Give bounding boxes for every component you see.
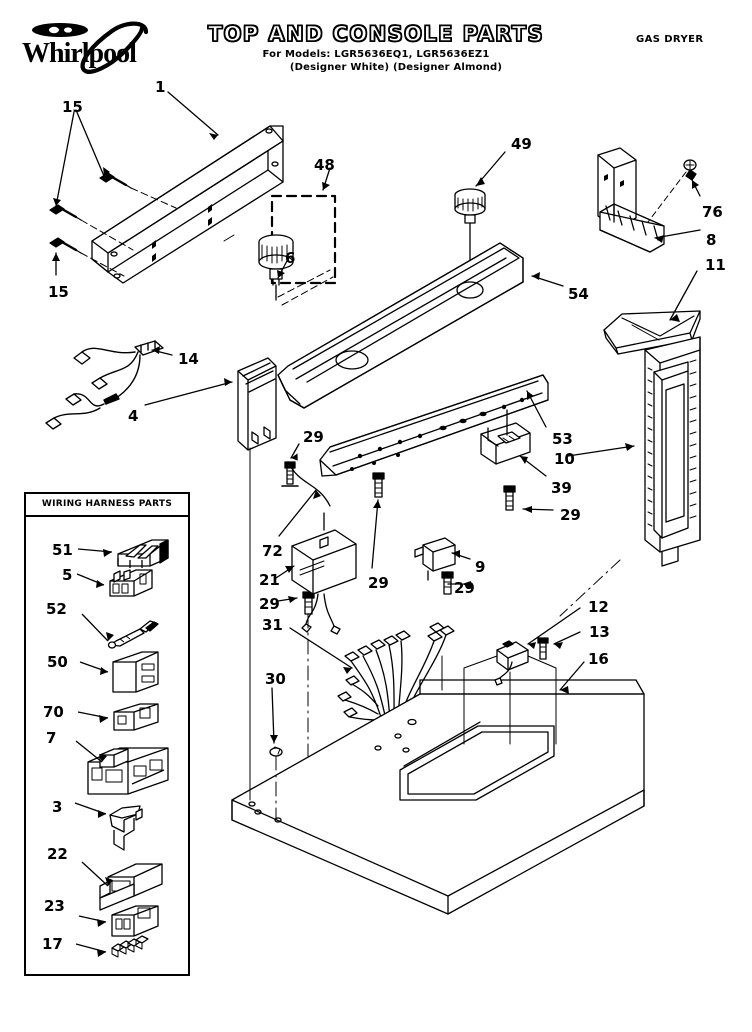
part-clip-3 bbox=[109, 805, 143, 851]
part-terminal-17 bbox=[111, 935, 149, 958]
part-terminal-52 bbox=[107, 620, 159, 649]
leader-31 bbox=[289, 627, 353, 669]
leader-16 bbox=[559, 661, 585, 691]
callout-6-4: 6 bbox=[285, 249, 296, 267]
callout-14-10: 14 bbox=[178, 350, 199, 368]
page-title-text: TOP AND CONSOLE PARTS bbox=[207, 21, 545, 46]
part-timer-21 bbox=[291, 512, 357, 635]
leader-13 bbox=[553, 631, 581, 645]
callout-15-2: 15 bbox=[48, 283, 69, 301]
wiring-harness-panel-title: WIRING HARNESS PARTS bbox=[24, 492, 190, 517]
leader-22 bbox=[81, 861, 109, 887]
leader-29a bbox=[290, 443, 300, 459]
wh-callout-70: 70 bbox=[43, 703, 64, 721]
callout-31-23: 31 bbox=[262, 616, 283, 634]
model-line-1: For Models: LGR5636EQ1, LGR5636EZ1 bbox=[262, 49, 490, 60]
part-connector-23 bbox=[111, 905, 159, 937]
callout-9-19: 9 bbox=[475, 558, 486, 576]
leader-30 bbox=[271, 687, 275, 744]
part-connector-7 bbox=[87, 747, 169, 795]
wh-callout-3: 3 bbox=[52, 798, 63, 816]
part-door-switch-39 bbox=[480, 409, 531, 465]
leader-15a bbox=[75, 109, 105, 177]
callout-1-1: 1 bbox=[155, 78, 166, 96]
part-screw-29d bbox=[441, 571, 454, 595]
leader-15b bbox=[55, 111, 75, 207]
callout-21-18: 21 bbox=[259, 571, 280, 589]
page-title: TOP AND CONSOLE PARTS bbox=[0, 21, 752, 46]
callout-49-5: 49 bbox=[511, 135, 532, 153]
wh-callout-22: 22 bbox=[47, 845, 68, 863]
part-cabinet-top-16 bbox=[231, 679, 645, 915]
leader-1 bbox=[167, 91, 219, 136]
part-screw-15b bbox=[49, 204, 82, 221]
callout-29-22: 29 bbox=[259, 595, 280, 613]
model-numbers: For Models: LGR5636EQ1, LGR5636EZ1 (Desi… bbox=[0, 48, 752, 74]
whirlpool-logo: Whirlpool bbox=[18, 18, 168, 74]
part-connector-22 bbox=[99, 863, 163, 911]
part-connector-50 bbox=[112, 651, 159, 693]
leader-7 bbox=[75, 740, 103, 763]
callout-4-11: 4 bbox=[128, 407, 139, 425]
callout-11-8: 11 bbox=[705, 256, 726, 274]
callout-76-6: 76 bbox=[702, 203, 723, 221]
callout-39-15: 39 bbox=[551, 479, 572, 497]
logo-swoosh-icon bbox=[32, 21, 149, 74]
wh-callout-50: 50 bbox=[47, 653, 68, 671]
part-screw-29b bbox=[372, 472, 385, 498]
callout-12-24: 12 bbox=[588, 598, 609, 616]
part-connector-70 bbox=[113, 703, 159, 731]
callout-10-13: 10 bbox=[554, 450, 575, 468]
callout-72-17: 72 bbox=[262, 542, 283, 560]
leader-4 bbox=[144, 381, 233, 406]
part-bracket-12 bbox=[494, 640, 529, 686]
wh-callout-52: 52 bbox=[46, 600, 67, 618]
part-screw-76 bbox=[683, 159, 697, 181]
callout-29-21: 29 bbox=[454, 579, 475, 597]
callout-8-7: 8 bbox=[706, 231, 717, 249]
part-rear-panel bbox=[91, 125, 284, 284]
callout-30-27: 30 bbox=[265, 670, 286, 688]
part-bracket-53 bbox=[319, 374, 549, 477]
wh-callout-7: 7 bbox=[46, 729, 57, 747]
part-thermal-fuse-9 bbox=[414, 537, 456, 581]
part-knob-49 bbox=[454, 188, 486, 291]
part-connector-51 bbox=[117, 539, 169, 568]
leader-29b bbox=[371, 499, 379, 569]
wh-callout-51: 51 bbox=[52, 541, 73, 559]
part-screw-13 bbox=[537, 637, 549, 660]
leader-72 bbox=[278, 489, 317, 537]
callout-53-12: 53 bbox=[552, 430, 573, 448]
logo-wordmark: Whirlpool bbox=[22, 38, 137, 69]
part-connector-5 bbox=[109, 569, 153, 597]
part-lint-screen-10 bbox=[644, 336, 701, 567]
leader-11 bbox=[669, 270, 698, 321]
callout-48-3: 48 bbox=[314, 156, 335, 174]
part-knob-6 bbox=[258, 234, 294, 301]
callout-16-26: 16 bbox=[588, 650, 609, 668]
part-console-panel-54 bbox=[277, 242, 524, 409]
part-ground-72 bbox=[287, 461, 331, 507]
callout-29-20: 29 bbox=[368, 574, 389, 592]
leader-52 bbox=[81, 613, 109, 642]
wh-callout-5: 5 bbox=[62, 566, 73, 584]
callout-29-16: 29 bbox=[560, 506, 581, 524]
callout-54-9: 54 bbox=[568, 285, 589, 303]
leader-10 bbox=[567, 445, 635, 457]
appliance-type-label: GAS DRYER bbox=[636, 34, 704, 45]
callout-13-25: 13 bbox=[589, 623, 610, 641]
part-screw-29e bbox=[302, 591, 315, 615]
wh-callout-23: 23 bbox=[44, 897, 65, 915]
callout-29-14: 29 bbox=[303, 428, 324, 446]
part-terminal-block-8 bbox=[597, 147, 665, 253]
leader-12 bbox=[527, 607, 581, 645]
part-wire-harness-14 bbox=[45, 340, 164, 430]
callout-15-0: 15 bbox=[62, 98, 83, 116]
wh-callout-17: 17 bbox=[42, 935, 63, 953]
model-line-2: (Designer White) (Designer Almond) bbox=[289, 62, 503, 73]
part-screw-29c bbox=[503, 485, 516, 511]
part-screw-15c bbox=[49, 237, 82, 254]
